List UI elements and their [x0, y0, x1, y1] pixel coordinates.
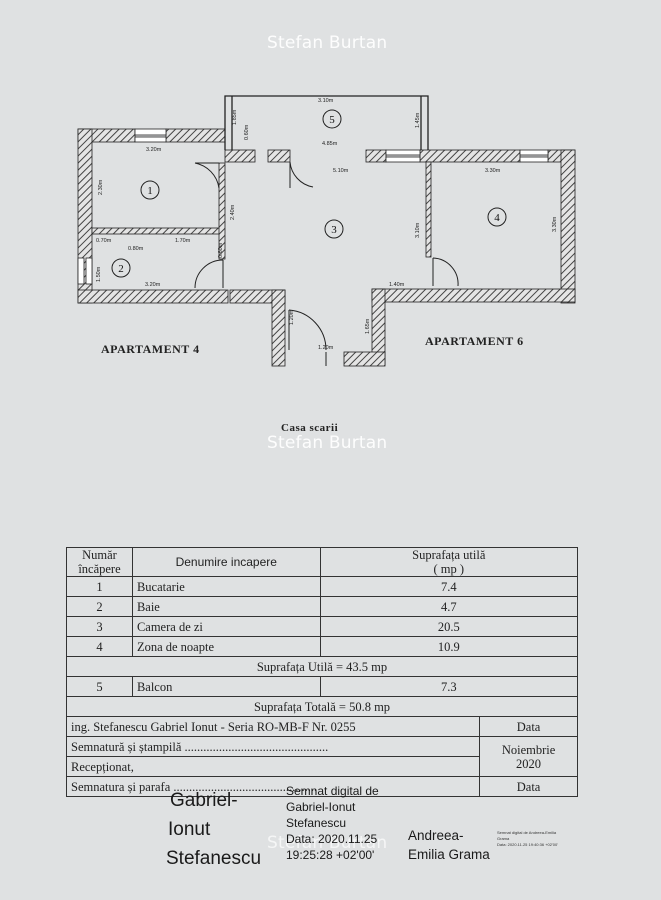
dim-label: 1.20m	[289, 309, 295, 325]
dim-label: 3.10m	[415, 222, 421, 238]
room-2-number: 2	[118, 263, 124, 275]
useful-area-row: Suprafața Utilă = 43.5 mp	[66, 656, 578, 677]
balcony-outline	[224, 95, 429, 150]
dim-label: 3.20m	[145, 282, 161, 288]
dim-label: 4.85m	[322, 141, 338, 147]
dim-label: 0.60m	[244, 124, 250, 140]
dim-label: 1.45m	[415, 112, 421, 128]
floor-plan: 1 2 3 4 5 3.10m 1.85m 0.60m 1.45m 3.20m …	[77, 95, 576, 367]
room-5-number: 5	[329, 114, 335, 126]
dim-label: 1.65m	[365, 318, 371, 334]
dim-label: 3.10m	[318, 98, 334, 104]
stairs-label: Casa scarii	[281, 422, 339, 434]
dim-label: 2.40m	[230, 204, 236, 220]
watermark-bottom: Stefan Burtan	[267, 833, 388, 853]
watermark-middle: Stefan Burtan	[267, 433, 388, 453]
doors	[194, 161, 459, 366]
room-4-number: 4	[494, 212, 500, 224]
dim-label: 5.10m	[333, 168, 349, 174]
dim-label: 3.20m	[146, 147, 162, 153]
room-3-number: 3	[331, 224, 337, 236]
dim-label: 3.30m	[485, 168, 501, 174]
dim-label: 3.30m	[552, 216, 558, 232]
dim-label: 1.40m	[389, 282, 405, 288]
dim-label: 1.70m	[175, 238, 191, 244]
header-room-name: Denumire incapere	[131, 547, 321, 577]
dim-label: 0.70m	[96, 238, 112, 244]
signature-name: Gabriel- Ionut Stefanescu	[166, 790, 262, 869]
apartment-4-label: APARTAMENT 4	[101, 342, 200, 356]
sign-name-row: Semnatura și parafa ....................…	[65, 776, 578, 797]
room-markers	[111, 109, 507, 278]
dim-label: 2.30m	[98, 179, 104, 195]
second-signature: Andreea- Emilia Grama	[408, 828, 490, 862]
dim-label: 0.80m	[128, 246, 144, 252]
signature-row: Semnatură și ștampilă ..................…	[65, 736, 578, 777]
dim-label: 1.20m	[318, 345, 334, 351]
dim-label: 1.85m	[232, 109, 238, 125]
header-area: Suprafața utilă( mp )	[319, 547, 579, 577]
dim-label: 0.60m	[218, 242, 224, 258]
digital-signature-text: Semnat digital de Gabriel-Ionut Stefanes…	[286, 784, 379, 862]
apartment-6-label: APARTAMENT 6	[425, 334, 524, 348]
second-signature-small: Semnat digital de Andreea-Emilia Grama D…	[497, 830, 558, 847]
room-1-number: 1	[147, 185, 153, 197]
engineer-row: ing. Stefanescu Gabriel Ionut - Seria RO…	[65, 716, 578, 737]
walls	[77, 128, 576, 367]
total-area-row: Suprafața Totală = 50.8 mp	[66, 696, 578, 717]
dim-label: 1.50m	[96, 266, 102, 282]
watermark-top: Stefan Burtan	[267, 33, 388, 53]
windows	[77, 128, 549, 285]
